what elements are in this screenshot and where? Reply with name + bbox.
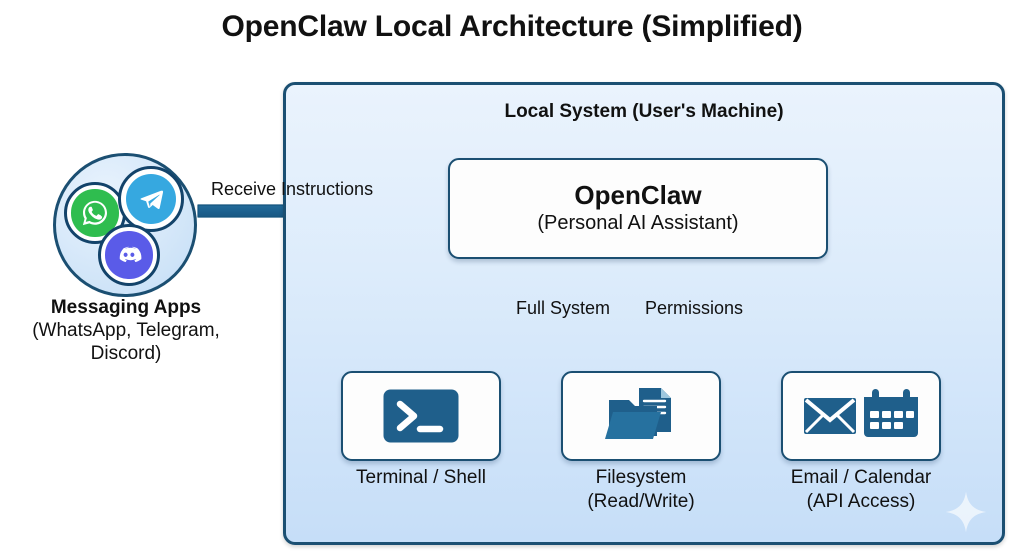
edge-label-receive-instructions: Receive Instructions xyxy=(211,179,374,199)
email-calendar-icon xyxy=(804,389,918,437)
capability-label-filesystem: Filesystem (Read/Write) xyxy=(526,466,756,514)
capability-card-filesystem xyxy=(561,371,721,461)
envelope-glyph xyxy=(804,398,856,434)
capability-label-email-calendar: Email / Calendar (API Access) xyxy=(746,466,976,514)
telegram-icon xyxy=(118,166,184,232)
edge-label-permissions-right: Permissions xyxy=(645,298,744,318)
page-title: OpenClaw Local Architecture (Simplified) xyxy=(221,10,803,43)
folder-document-icon xyxy=(605,388,671,439)
capability-label-filesystem-line2: (Read/Write) xyxy=(587,490,695,512)
capability-label-filesystem-line1: Filesystem xyxy=(595,467,687,488)
capability-label-terminal: Terminal / Shell xyxy=(306,466,536,490)
terminal-icon xyxy=(383,389,459,443)
sparkle-icon xyxy=(945,491,987,533)
capability-label-email-line1: Email / Calendar xyxy=(790,467,932,488)
messaging-apps-caption-primary: Messaging Apps xyxy=(50,297,202,318)
capability-card-terminal xyxy=(341,371,501,461)
discord-icon xyxy=(98,224,160,286)
capability-card-email-calendar xyxy=(781,371,941,461)
capability-label-email-line2: (API Access) xyxy=(806,490,916,512)
messaging-apps-caption-line1: (WhatsApp, Telegram, xyxy=(32,320,220,342)
calendar-glyph xyxy=(864,389,918,437)
telegram-glyph xyxy=(140,190,164,210)
whatsapp-glyph xyxy=(82,200,108,226)
messaging-apps-cluster xyxy=(53,153,197,297)
openclaw-core-title: OpenClaw xyxy=(574,179,702,210)
local-system-panel-title: Local System (User's Machine) xyxy=(504,101,784,122)
edge-label-permissions-left: Full System xyxy=(516,298,611,318)
messaging-apps-caption-line2: Discord) xyxy=(90,343,162,365)
discord-glyph xyxy=(119,246,142,263)
messaging-apps-caption: Messaging Apps (WhatsApp, Telegram, Disc… xyxy=(0,296,252,366)
capability-label-terminal-line1: Terminal / Shell xyxy=(356,467,486,488)
openclaw-core-subtitle: (Personal AI Assistant) xyxy=(537,212,739,235)
openclaw-core-box: OpenClaw (Personal AI Assistant) xyxy=(448,158,828,259)
